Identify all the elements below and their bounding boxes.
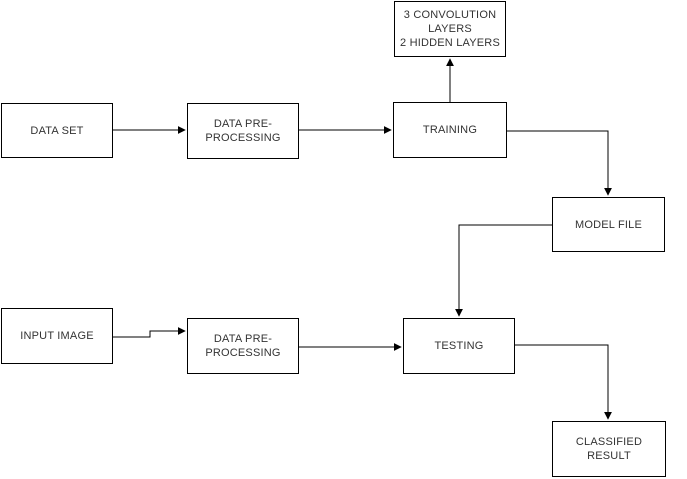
node-data-set: DATA SET (1, 103, 113, 158)
node-input-image: INPUT IMAGE (1, 308, 113, 364)
node-data-preprocessing-testing: DATA PRE- PROCESSING (187, 318, 299, 374)
node-convolution-layers: 3 CONVOLUTION LAYERS 2 HIDDEN LAYERS (394, 1, 506, 57)
node-training: TRAINING (393, 102, 507, 158)
node-testing: TESTING (403, 318, 515, 374)
node-data-preprocessing-training: DATA PRE- PROCESSING (187, 103, 299, 159)
connector-testing-to-classifiedresult (515, 344, 612, 420)
connector-modelfile-to-testing (455, 224, 552, 317)
node-model-file: MODEL FILE (552, 197, 665, 252)
connector-inputimage-to-preprocessing (113, 327, 186, 338)
node-classified-result: CLASSIFIED RESULT (552, 421, 666, 477)
connector-training-to-modelfile (507, 130, 612, 196)
